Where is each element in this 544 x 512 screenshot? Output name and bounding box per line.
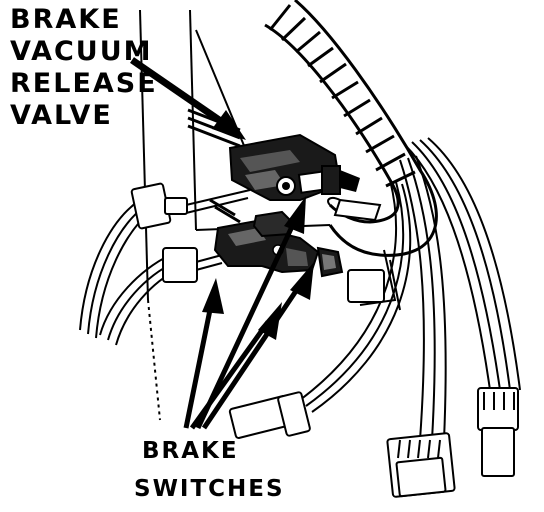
brake-switch-upper-icon <box>213 218 320 274</box>
valve-label-line-3: RELEASE <box>10 68 158 99</box>
switch-leader-arrows <box>183 196 314 430</box>
brake-switch-lower-icon <box>252 210 344 278</box>
switches-label-line-1: BRAKE <box>142 438 239 464</box>
wire-bundles <box>299 137 521 441</box>
connector-plugs <box>130 182 519 498</box>
switches-label: BRAKE SWITCHES <box>134 440 285 512</box>
vacuum-release-valve-icon <box>228 133 360 201</box>
valve-leader-arrow <box>130 57 246 140</box>
valve-label-line-4: VALVE <box>10 100 113 131</box>
switches-label-line-2: SWITCHES <box>134 476 285 502</box>
connector-hatching <box>397 392 515 459</box>
harness-conduit <box>264 0 438 257</box>
valve-label: BRAKE VACUUM RELEASE VALVE <box>10 6 158 134</box>
valve-label-line-2: VACUUM <box>10 36 153 67</box>
valve-label-line-1: BRAKE <box>10 4 122 35</box>
